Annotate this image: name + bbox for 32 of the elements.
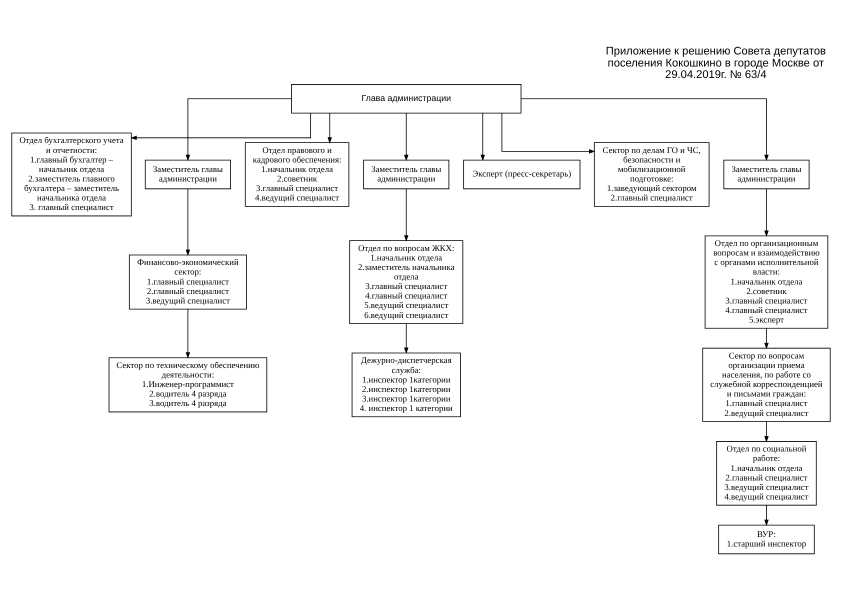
arrow <box>186 308 190 358</box>
arrow <box>186 188 190 256</box>
node-box: Заместитель главы администрации <box>144 159 231 189</box>
node-box: Отдел бухгалтерского учета и отчетности: 1.главный бухгалтер – начальник отдела 2.заместитель главного бухгалтера – заместитель начальника отдела 3. главный специалист <box>11 132 132 216</box>
arrow <box>186 98 292 161</box>
node-box: Заместитель главы администрации <box>723 159 810 189</box>
node-box: Отдел правового и кадрового обеспечения: 1.начальник отдела 2.советник 3.главный специалист 4.ведущий специалист <box>244 142 350 206</box>
node-box: Отдел по организационным вопросам и взаимодействию с органами исполнительной власти: 1.начальник отдела 2.советник 3.главный специалист 4.главный специалист 5.эксперт <box>704 234 828 328</box>
node-box: Отдел по вопросам ЖКХ: 1.начальник отдела 2.заместитель начальника отдела 3.главный специалист 4.главный специалист 5.ведущий специалист 6.ведущий специалист <box>349 240 464 324</box>
arrow <box>764 504 769 526</box>
arrow <box>404 112 408 161</box>
node-box: Сектор по техническому обеспечению деятельности: 1.Инженер-программист 2.водитель 4 разряда 3.водитель 4 разряда <box>108 356 268 412</box>
arrow <box>520 98 769 161</box>
node-box: Отдел по социальной работе: 1.начальник отдела 2.главный специалист 3.ведущий специалист 4.ведущий специалист <box>716 440 817 506</box>
arrow <box>404 188 408 242</box>
node-box: ВУР: 1.старший инспектор <box>718 524 815 554</box>
arrow <box>764 420 769 442</box>
diagram-title: Приложение к решению Совета депутатов поселения Кокошкино в городе Москве от 29.04.2019г. № 63/4 <box>606 44 826 81</box>
node-box: Финансово-экономический сектор: 1.главный специалист 2.главный специалист 3.ведущий специалист <box>128 254 247 310</box>
node-box: Сектор по делам ГО и ЧС, безопасности и мобилизационной подготовке: 1.заведующий сектором 2.главный специалист <box>594 142 710 206</box>
node-box: Дежурно-диспетчерская служба: 1.инспектор 1категории 2.инспектор 1категории 3.инспектор 1категории 4. инспектор 1 категории <box>352 352 461 417</box>
arrow <box>502 112 596 154</box>
node-box: Сектор по вопросам организации приема населения, по работе со служебной корреспонденцией и письмами граждан: 1.главный специалист 2.ведущий специалист <box>702 347 831 422</box>
arrow <box>764 188 769 236</box>
arrow <box>404 322 408 354</box>
arrow <box>130 112 312 140</box>
node-box: Эксперт (пресс-секретарь) <box>463 159 580 189</box>
arrow <box>328 112 332 144</box>
arrow <box>764 327 769 349</box>
node-box: Глава администрации <box>291 84 522 114</box>
arrow <box>480 112 485 161</box>
node-box: Заместитель главы администрации <box>363 159 450 189</box>
